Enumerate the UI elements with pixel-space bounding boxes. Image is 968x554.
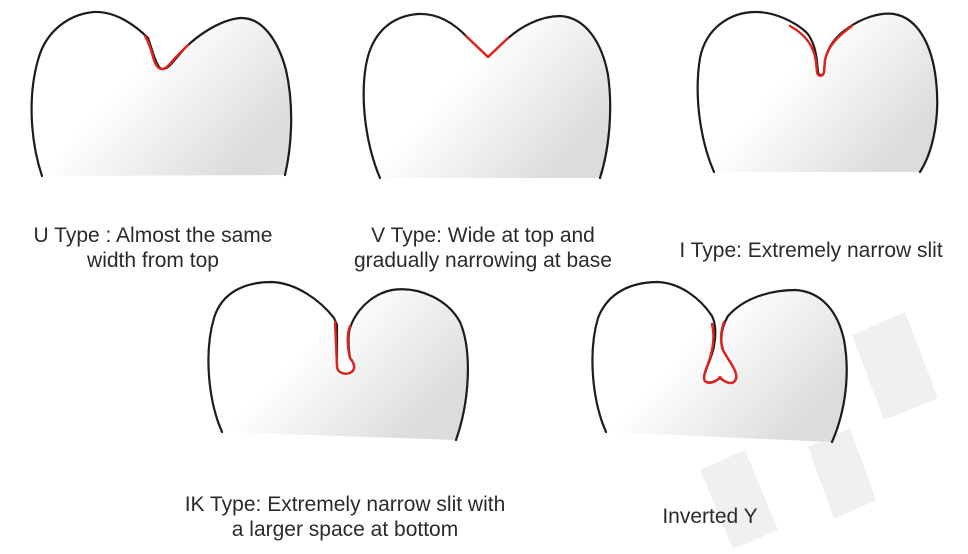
tooth-u-type: [32, 12, 292, 176]
caption-line: U Type : Almost the same: [0, 223, 308, 248]
tooth-outline-inverted-y: [592, 282, 846, 442]
caption-inverted-y: Inverted Y: [620, 504, 800, 529]
caption-i-type: I Type: Extremely narrow slit: [654, 238, 968, 263]
caption-u-type: U Type : Almost the same width from top: [0, 223, 308, 273]
tooth-ik-type: [208, 282, 467, 440]
caption-v-type: V Type: Wide at top and gradually narrow…: [333, 223, 633, 273]
tooth-outline-ik-type: [208, 282, 467, 440]
caption-ik-type: IK Type: Extremely narrow slit with a la…: [140, 492, 550, 542]
tooth-i-type: [698, 12, 938, 172]
tooth-outline-i-type: [698, 12, 938, 172]
caption-line: width from top: [0, 248, 308, 273]
caption-line: a larger space at bottom: [140, 517, 550, 542]
tooth-inverted-y: [592, 282, 846, 442]
caption-line: IK Type: Extremely narrow slit with: [140, 492, 550, 517]
caption-line: V Type: Wide at top and: [333, 223, 633, 248]
tooth-v-type: [364, 14, 610, 178]
tooth-outline-u-type: [32, 12, 292, 176]
caption-line: gradually narrowing at base: [333, 248, 633, 273]
tooth-outline-v-type: [364, 14, 610, 178]
caption-line: Inverted Y: [620, 504, 800, 529]
caption-line: I Type: Extremely narrow slit: [654, 238, 968, 263]
